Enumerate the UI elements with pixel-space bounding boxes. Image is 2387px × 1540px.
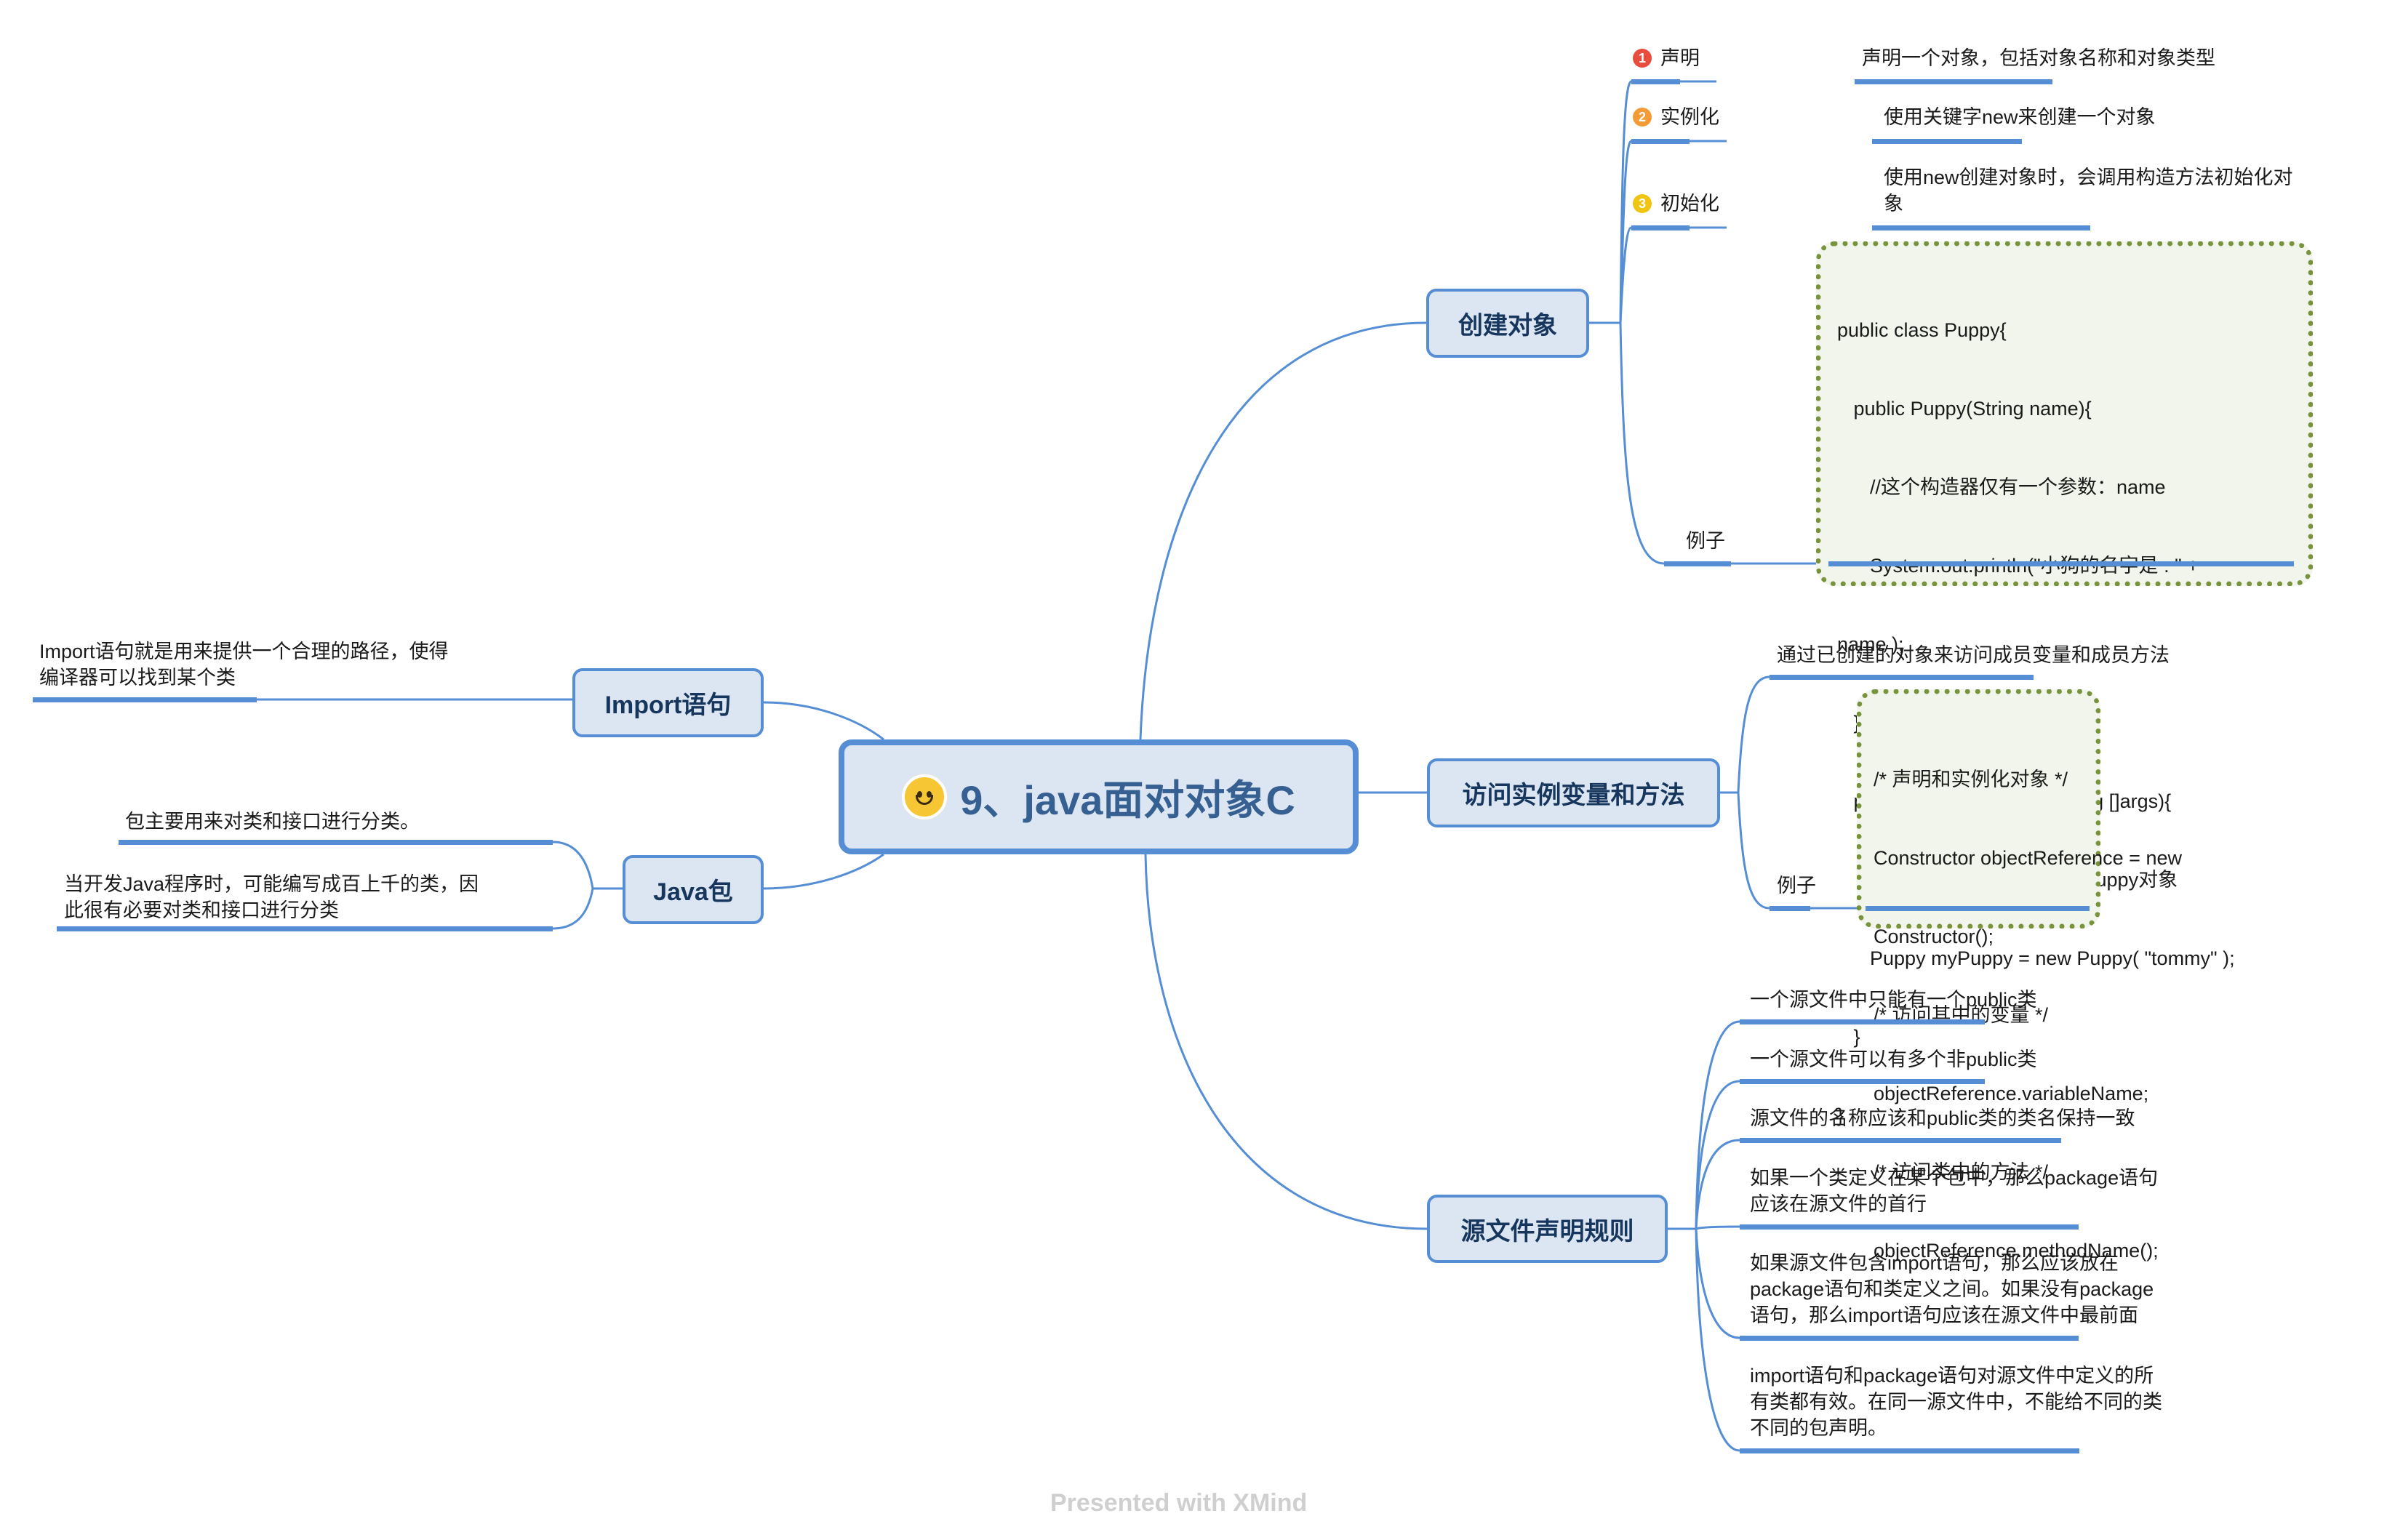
code-line: } bbox=[1837, 1104, 1844, 1126]
rule-underline bbox=[1740, 1019, 1985, 1024]
example-underline bbox=[1770, 906, 1810, 911]
package-item-1[interactable]: 包主要用来对类和接口进行分类。 bbox=[125, 809, 420, 835]
subtopic-instantiate-underline bbox=[1631, 139, 1690, 144]
link-central-package bbox=[763, 853, 884, 890]
rule-line: 有类都有效。在同一源文件中，不能给不同的类 bbox=[1750, 1391, 2162, 1413]
detail-underline bbox=[1855, 79, 2052, 84]
access-code-box[interactable] bbox=[1857, 689, 2100, 929]
topic-create-object[interactable]: 创建对象 bbox=[1426, 289, 1589, 358]
subtopic-declare-underline bbox=[1631, 79, 1680, 84]
topic-source-file-rules[interactable]: 源文件声明规则 bbox=[1427, 1195, 1668, 1263]
rule-line: 语句，那么import语句应该在源文件中最前面 bbox=[1750, 1304, 2139, 1326]
code-line: objectReference.methodName(); bbox=[1874, 1240, 2159, 1262]
import-detail-line: 编译器可以找到某个类 bbox=[39, 667, 236, 689]
code-line: } bbox=[1837, 1026, 1860, 1048]
rule-line: 如果一个类定义在某个包中，那么package语句 bbox=[1750, 1167, 2159, 1189]
rule-line: 如果源文件包含import语句，那么应该放在 bbox=[1750, 1252, 2119, 1274]
subtopic-initialize-detail-line1[interactable]: 使用new创建对象时，会调用构造方法初始化对 bbox=[1884, 167, 2293, 188]
central-topic-title: 9、java面对对象C bbox=[960, 777, 1295, 823]
rule-item-5[interactable]: 如果源文件包含import语句，那么应该放在 package语句和类定义之间。如果… bbox=[1750, 1250, 2154, 1328]
rule-line: 一个源文件中只能有一个public类 bbox=[1750, 989, 2037, 1011]
subtopic-declare-detail[interactable]: 声明一个对象，包括对象名称和对象类型 bbox=[1862, 47, 2215, 69]
rule-underline bbox=[1740, 1224, 2079, 1230]
package-item-line: 包主要用来对类和接口进行分类。 bbox=[125, 811, 420, 833]
code-line: public Puppy(String name){ bbox=[1837, 398, 2092, 420]
import-detail[interactable]: Import语句就是用来提供一个合理的路径，使得 编译器可以找到某个类 bbox=[39, 638, 449, 691]
rule-line: 应该在源文件的首行 bbox=[1750, 1193, 1927, 1215]
topic-java-package[interactable]: Java包 bbox=[623, 855, 764, 924]
topic-create-object-label: 创建对象 bbox=[1458, 312, 1557, 340]
xmind-watermark: Presented with XMind bbox=[1050, 1489, 1308, 1517]
detail-underline bbox=[1770, 675, 2034, 680]
topic-access-members-label: 访问实例变量和方法 bbox=[1462, 782, 1685, 809]
rule-item-6[interactable]: import语句和package语句对源文件中定义的所有类都有效。在同一源文件中… bbox=[1750, 1363, 2162, 1441]
central-topic[interactable]: 9、java面对对象C bbox=[839, 739, 1359, 854]
topic-java-package-label: Java包 bbox=[653, 878, 733, 906]
code-line: objectReference.variableName; bbox=[1874, 1083, 2149, 1104]
package-item-line: 当开发Java程序时，可能编写成百上千的类，因 bbox=[64, 873, 479, 895]
rule-line: 不同的包声明。 bbox=[1750, 1417, 1887, 1439]
link-central-create bbox=[1139, 321, 1427, 740]
link-central-rules bbox=[1144, 854, 1428, 1230]
code-line: Puppy myPuppy = new Puppy( "tommy" ); bbox=[1837, 947, 2235, 969]
rule-line: package语句和类定义之间。如果没有package bbox=[1750, 1278, 2154, 1300]
rule-underline bbox=[1740, 1336, 2079, 1341]
subtopic-instantiate-detail[interactable]: 使用关键字new来创建一个对象 bbox=[1884, 106, 2156, 128]
subtopic-initialize-detail-line2[interactable]: 象 bbox=[1884, 193, 1903, 214]
rule-underline bbox=[1740, 1448, 2079, 1453]
create-example-label[interactable]: 例子 bbox=[1686, 530, 1725, 552]
priority-1-icon: 1 bbox=[1633, 49, 1652, 68]
rule-line: import语句和package语句对源文件中定义的所 bbox=[1750, 1365, 2154, 1387]
rule-item-3[interactable]: 源文件的名称应该和public类的类名保持一致 bbox=[1750, 1105, 2135, 1131]
code-underline bbox=[1866, 906, 2090, 911]
topic-access-members[interactable]: 访问实例变量和方法 bbox=[1427, 758, 1720, 827]
rule-line: 源文件的名称应该和public类的类名保持一致 bbox=[1750, 1107, 2135, 1129]
detail-underline bbox=[1872, 225, 2090, 230]
topic-import-statement[interactable]: Import语句 bbox=[572, 668, 764, 737]
package-underline bbox=[119, 840, 553, 845]
code-line: public class Puppy{ bbox=[1837, 319, 2007, 341]
package-item-line: 此很有必要对类和接口进行分类 bbox=[64, 899, 339, 921]
create-code-box[interactable] bbox=[1816, 241, 2313, 586]
code-line: /* 访问类中的方法 */ bbox=[1874, 1161, 2049, 1183]
subtopic-initialize-underline bbox=[1631, 225, 1690, 230]
priority-2-icon: 2 bbox=[1633, 108, 1652, 127]
code-underline bbox=[1828, 561, 2294, 566]
topic-source-file-rules-label: 源文件声明规则 bbox=[1460, 1217, 1634, 1246]
rule-underline bbox=[1740, 1138, 2061, 1143]
subtopic-instantiate-label[interactable]: 实例化 bbox=[1660, 106, 1719, 128]
code-line: name ); bbox=[1837, 633, 1904, 655]
rule-item-2[interactable]: 一个源文件可以有多个非public类 bbox=[1750, 1046, 2037, 1072]
rule-item-4[interactable]: 如果一个类定义在某个包中，那么package语句应该在源文件的首行 bbox=[1750, 1165, 2158, 1217]
subtopic-initialize-label[interactable]: 初始化 bbox=[1660, 193, 1719, 214]
link-central-import bbox=[763, 701, 884, 741]
topic-import-statement-label: Import语句 bbox=[604, 691, 732, 719]
package-item-2[interactable]: 当开发Java程序时，可能编写成百上千的类，因 此很有必要对类和接口进行分类 bbox=[64, 871, 479, 923]
priority-3-icon: 3 bbox=[1633, 194, 1652, 213]
code-line: /* 声明和实例化对象 */ bbox=[1874, 769, 2068, 790]
rule-line: 一个源文件可以有多个非public类 bbox=[1750, 1048, 2037, 1070]
package-underline bbox=[57, 926, 553, 931]
code-line: //这个构造器仅有一个参数：name bbox=[1837, 476, 2166, 498]
code-line: Constructor(); bbox=[1874, 926, 1994, 947]
code-line: Constructor objectReference = new bbox=[1874, 847, 2182, 869]
access-example-label[interactable]: 例子 bbox=[1777, 875, 1816, 897]
smiley-icon bbox=[902, 774, 948, 819]
access-code: /* 声明和实例化对象 */ Constructor objectReferen… bbox=[1874, 714, 2182, 1290]
rule-item-1[interactable]: 一个源文件中只能有一个public类 bbox=[1750, 987, 2037, 1013]
subtopic-declare-label[interactable]: 声明 bbox=[1660, 47, 1700, 69]
import-underline bbox=[33, 697, 257, 702]
import-detail-line: Import语句就是用来提供一个合理的路径，使得 bbox=[39, 641, 449, 662]
rule-underline bbox=[1740, 1079, 1985, 1084]
access-description[interactable]: 通过已创建的对象来访问成员变量和成员方法 bbox=[1777, 644, 2170, 666]
detail-underline bbox=[1872, 139, 2022, 144]
example-underline bbox=[1664, 561, 1731, 566]
